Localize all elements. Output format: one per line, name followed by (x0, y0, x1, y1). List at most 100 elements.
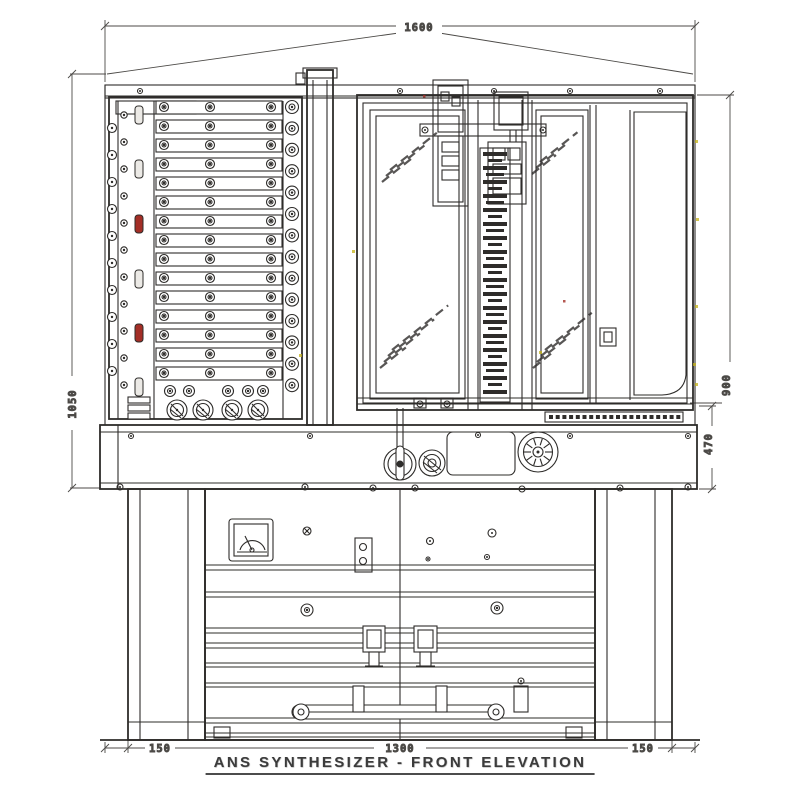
circle (358, 556, 368, 566)
knob-ring (207, 104, 213, 110)
strip-dot (549, 415, 553, 419)
screw (369, 484, 377, 492)
yellow-speck (695, 383, 698, 386)
glass-mark (381, 157, 413, 183)
glass-mark (532, 350, 556, 369)
knob-dot (269, 200, 273, 204)
rect (544, 411, 684, 423)
screw (517, 677, 525, 685)
scale-rung (483, 278, 507, 282)
rect (155, 195, 283, 210)
meter-needle (244, 535, 253, 551)
knob-ring (161, 351, 167, 357)
scale-rung (483, 264, 507, 268)
knob-ring (161, 313, 167, 319)
knob-ring (288, 189, 296, 197)
knob-ring (268, 123, 274, 129)
knob-dot (269, 238, 273, 242)
glass-mark (391, 304, 449, 351)
indicator-slot (134, 269, 144, 289)
pendulum-hub (396, 460, 404, 468)
rect (155, 309, 283, 324)
knob-dot (110, 315, 114, 319)
knob-dot (290, 255, 294, 258)
red-indicator-slot (134, 214, 144, 234)
knob-dot (162, 162, 166, 166)
line (422, 461, 438, 474)
rect (535, 109, 589, 400)
scale-rung (488, 243, 502, 246)
screw (425, 556, 431, 562)
screw-center (446, 403, 448, 405)
knob-dot (110, 369, 114, 373)
knob-ring (207, 275, 213, 281)
scale-rung (488, 327, 502, 330)
knob-dot (290, 234, 294, 237)
dim-right-upper-height: 900 (721, 374, 733, 396)
screw (136, 87, 144, 95)
rect (507, 147, 521, 161)
drawing-title: ANS SYNTHESIZER - FRONT ELEVATION (205, 754, 595, 775)
screw-center (424, 129, 426, 131)
yellow-speck (695, 305, 698, 308)
screw-center (520, 680, 522, 682)
knob-dot (290, 170, 294, 173)
dim-left-height: 1050 (67, 389, 79, 418)
screw (116, 483, 124, 491)
rect (362, 102, 688, 404)
rect (127, 404, 151, 412)
rect (513, 685, 529, 713)
scale-rung (483, 208, 507, 212)
circle (358, 542, 368, 552)
knob-ring (268, 256, 274, 262)
rect (432, 79, 469, 207)
knob-dot (122, 113, 126, 117)
knob-ring (161, 104, 167, 110)
knob-ring (288, 231, 296, 239)
scale-rung (486, 285, 504, 288)
yellow-speck (299, 354, 302, 357)
knob-ring (493, 604, 501, 612)
strip-dot (642, 415, 647, 419)
circle (249, 547, 255, 553)
scale-rung (483, 348, 507, 352)
knob-dot (110, 180, 114, 184)
glass-mark (387, 318, 435, 357)
knob-dot (208, 371, 212, 375)
knob-ring (207, 237, 213, 243)
screw-center (687, 486, 689, 488)
knob-ring (207, 256, 213, 262)
line (533, 438, 537, 446)
red-speck (563, 300, 566, 303)
screw (539, 126, 547, 134)
strip-dot (669, 415, 674, 419)
indicator-slot (134, 159, 144, 179)
screw-center (542, 129, 544, 131)
knob-dot (110, 342, 114, 346)
knob-dot (162, 333, 166, 337)
dim-right-desk-height: 470 (703, 433, 715, 455)
screw-center (687, 435, 689, 437)
knob-dot (269, 257, 273, 261)
knob-dot (122, 383, 126, 387)
knob-ring (207, 351, 213, 357)
strip-dot (589, 415, 594, 419)
knob-dot (162, 181, 166, 185)
knob-ring (268, 294, 274, 300)
scan-artifacts (299, 95, 699, 386)
scale-rung (483, 376, 507, 380)
dimension-annotations: 1600 1050 900 470 150 1300 150 (64, 17, 738, 755)
rect (155, 157, 283, 172)
screw (656, 87, 664, 95)
scale-rung (488, 383, 502, 386)
knob-ring (288, 381, 296, 389)
knob-dot (208, 162, 212, 166)
knob-ring (288, 253, 296, 261)
circle (532, 446, 544, 458)
rect (441, 155, 460, 167)
strip-dot (649, 415, 654, 419)
rect (155, 328, 283, 343)
screw (684, 432, 692, 440)
glass-mark (385, 144, 426, 177)
knob-dot (208, 200, 212, 204)
